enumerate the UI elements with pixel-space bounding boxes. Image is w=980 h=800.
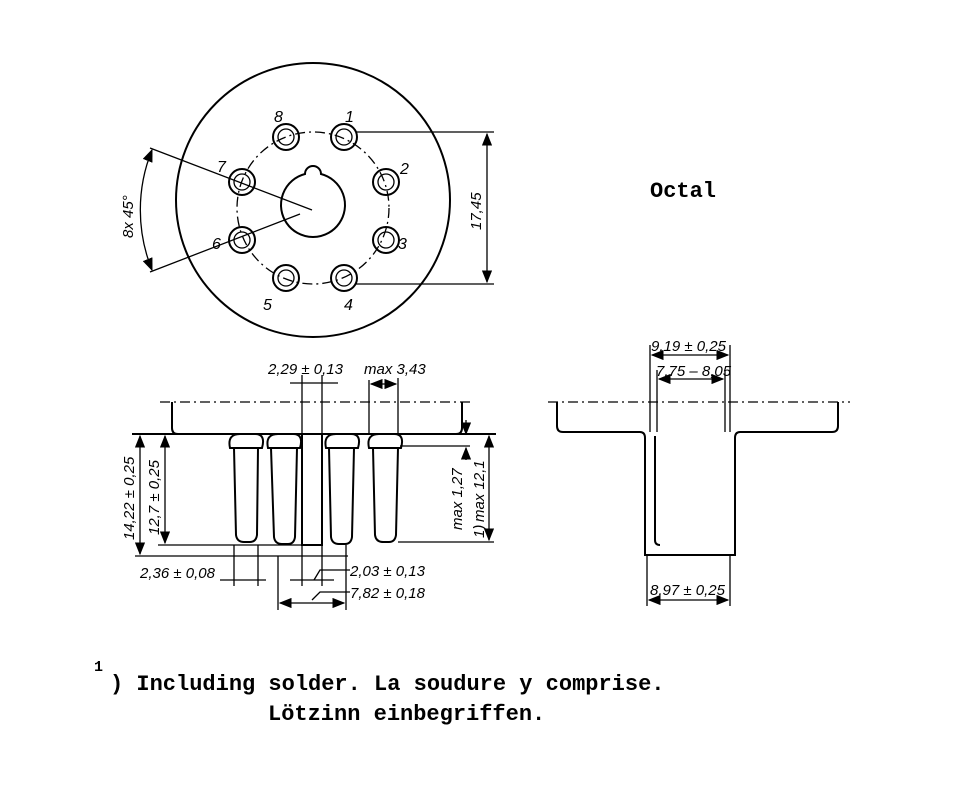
pin-4 (330, 264, 358, 292)
bottom-width-dimension: 8,97 ± 0,25 (650, 582, 726, 599)
pin-diameter-dimension: 2,36 ± 0,08 (139, 565, 216, 582)
pin-label-7: 7 (217, 159, 227, 176)
top-width-dimension: 9,19 ± 0,25 (651, 338, 727, 355)
footnote: 1 ) Including solder. La soudure y compr… (94, 659, 665, 727)
key-width-dimension: 2,03 ± 0,13 (349, 563, 426, 580)
top-view: 1 2 3 4 5 6 7 8 8x 45° 17,45 (120, 62, 494, 338)
width-range-dimension: 7,75 – 8,05 (656, 363, 732, 380)
max-width-dimension: max 3,43 (364, 361, 426, 378)
footnote-marker: 1) (471, 525, 488, 538)
pin-label-2: 2 (399, 161, 409, 178)
height-dimension: 17,45 (468, 192, 485, 230)
pin-label-6: 6 (212, 236, 221, 253)
pin-2 (372, 168, 400, 196)
pin-profiles (228, 433, 404, 546)
pin-label-4: 4 (344, 297, 353, 314)
side-view-left: 2,29 ± 0,13 max 3,43 14,22 ± 0,25 12,7 ±… (121, 361, 496, 610)
pin-length-dimension: 12,7 ± 0,25 (146, 459, 163, 535)
pin-label-5: 5 (263, 297, 272, 314)
pin-7 (228, 168, 256, 196)
pin-circle (236, 131, 390, 285)
max-length-dimension: max 12,1 (471, 460, 488, 522)
base-outline (175, 62, 451, 338)
angle-dimension: 8x 45° (120, 195, 137, 238)
side-view-right: 9,19 ± 0,25 7,75 – 8,05 8,97 ± 0,25 (548, 338, 850, 606)
footnote-line-2: Lötzinn einbegriffen. (268, 702, 545, 727)
pin-5 (272, 264, 300, 292)
pins (228, 123, 400, 292)
footnote-line-1: ) Including solder. La soudure y compris… (110, 672, 665, 697)
pin-3 (372, 226, 400, 254)
pin-label-1: 1 (345, 109, 354, 126)
total-length-dimension: 14,22 ± 0,25 (121, 456, 138, 540)
pin-1 (330, 123, 358, 151)
pin-pitch-dimension: 2,29 ± 0,13 (267, 361, 344, 378)
pin-label-8: 8 (274, 109, 283, 126)
max-solder-dimension: max 1,27 (449, 468, 466, 530)
base-type-title: Octal (650, 179, 716, 204)
center-key-hole (280, 165, 346, 238)
key-span-dimension: 7,82 ± 0,18 (350, 585, 426, 602)
footnote-number: 1 (94, 659, 103, 676)
pin-8 (272, 123, 300, 151)
pin-label-3: 3 (398, 236, 407, 253)
